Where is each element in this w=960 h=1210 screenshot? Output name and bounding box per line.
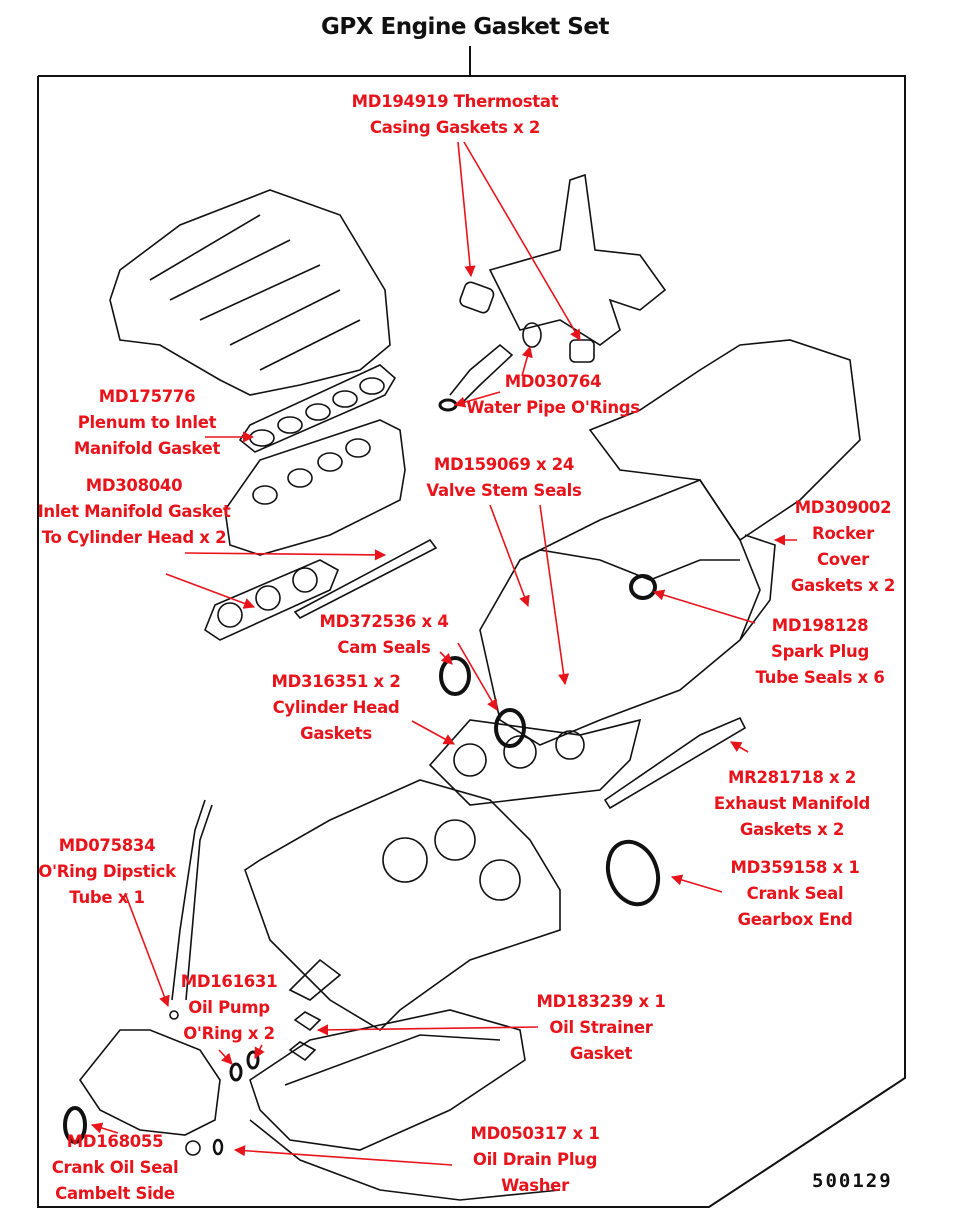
oil-pump-drawing <box>79 1029 221 1136</box>
arrow-inlet-gasket-2 <box>165 573 256 609</box>
plenum-drawing <box>109 189 391 396</box>
dipstick-drawing <box>171 799 213 1001</box>
arrows <box>90 141 797 1166</box>
arrow-crank-seal-gearbox <box>670 874 723 893</box>
oil-pan-drawing <box>249 1009 526 1151</box>
arrow-dipstick <box>124 892 170 1008</box>
drawing-number: 500129 <box>812 1170 893 1192</box>
arrow-head-gasket <box>411 720 455 745</box>
arrow-cam-seal-2 <box>457 642 498 711</box>
frame <box>37 46 906 1208</box>
arrow-thermostat-2 <box>463 141 581 341</box>
arrow-valve-stem-2 <box>539 504 570 686</box>
arrow-spark-plug <box>652 589 756 624</box>
inlet-manifold-drawing <box>224 419 406 556</box>
arrow-cam-seal-1 <box>439 651 453 665</box>
engine-block-drawing <box>244 779 561 1032</box>
arrow-oil-pump-2 <box>254 1044 265 1059</box>
arrow-exhaust-gasket <box>730 741 749 753</box>
arrow-water-pipe-1 <box>521 345 533 377</box>
arrow-valve-stem-1 <box>489 504 530 608</box>
arrow-crank-oil-seal <box>90 1122 119 1134</box>
arrow-oil-strainer <box>316 1024 539 1036</box>
arrow-water-pipe-2 <box>453 391 501 408</box>
cylinder-head-drawing <box>479 479 761 746</box>
inlet-gasket-drawing-2 <box>293 538 438 620</box>
inlet-gasket-drawing-1 <box>204 559 340 641</box>
arrow-drain-washer <box>233 1145 453 1166</box>
rear-head-drawing <box>588 339 861 542</box>
plenum-gasket-drawing <box>238 364 397 453</box>
line-art <box>63 173 861 1201</box>
exhaust-gasket-drawing <box>603 716 747 810</box>
crank-seal-gearbox-drawing <box>605 839 661 907</box>
thermostat-housing-drawing <box>488 173 667 346</box>
arrow-oil-pump-1 <box>218 1049 233 1065</box>
rocker-gasket-drawing <box>739 534 776 641</box>
arrow-thermostat-1 <box>457 141 476 278</box>
diagram-title: GPX Engine Gasket Set <box>321 14 609 40</box>
arrow-inlet-gasket-1 <box>184 549 387 561</box>
